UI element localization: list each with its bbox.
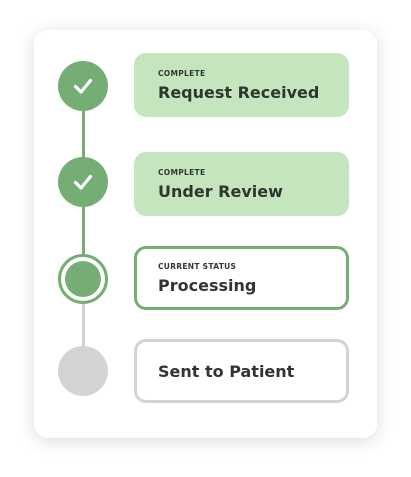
step-card-under-review: COMPLETE Under Review [134, 152, 349, 216]
current-dot-icon [65, 261, 101, 297]
status-label: COMPLETE [158, 68, 206, 78]
step-title: Sent to Patient [158, 361, 295, 381]
checkmark-icon [71, 74, 95, 98]
connector-1-2 [82, 108, 85, 158]
status-label: CURRENT STATUS [158, 261, 237, 271]
step-3-node [58, 254, 108, 304]
step-title: Request Received [158, 82, 320, 102]
step-card-processing: CURRENT STATUS Processing [134, 246, 349, 310]
step-1-node [58, 61, 108, 111]
step-card-sent-to-patient: Sent to Patient [134, 339, 349, 403]
step-title: Processing [158, 275, 257, 295]
step-4-node [58, 346, 108, 396]
step-title: Under Review [158, 181, 283, 201]
step-2-node [58, 157, 108, 207]
connector-2-3 [82, 205, 85, 255]
connector-3-4 [82, 300, 85, 350]
status-label: COMPLETE [158, 167, 206, 177]
checkmark-icon [71, 170, 95, 194]
step-card-request-received: COMPLETE Request Received [134, 53, 349, 117]
